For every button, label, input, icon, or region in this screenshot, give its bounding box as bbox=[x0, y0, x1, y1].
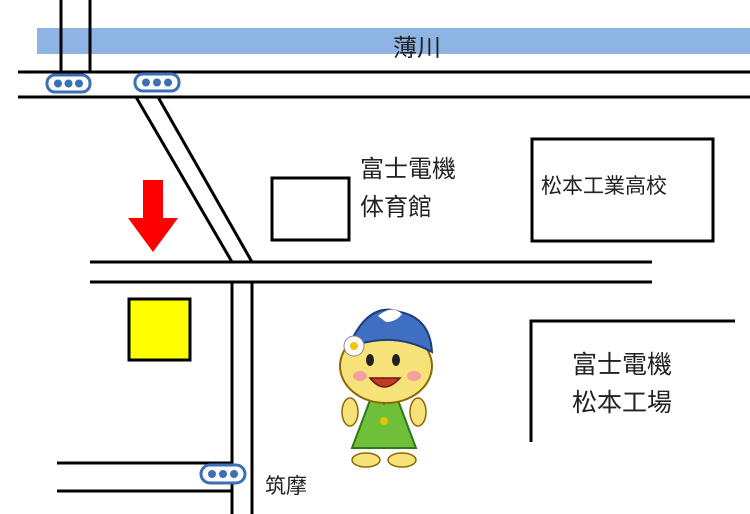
arrow-down-icon bbox=[128, 180, 178, 252]
destination-marker bbox=[127, 297, 192, 362]
signal-chikuma bbox=[199, 463, 247, 485]
fuji-factory-label-line2: 松本工場 bbox=[572, 388, 673, 417]
fuji-gym-building bbox=[270, 176, 351, 242]
fuji-factory-label: 富士電機 松本工場 bbox=[572, 346, 672, 422]
fuji-factory-label-line1: 富士電機 bbox=[572, 350, 673, 379]
signal-top-middle bbox=[133, 72, 181, 93]
fuji-gym-label: 富士電機 体育館 bbox=[360, 150, 456, 226]
mascot-character bbox=[339, 308, 434, 468]
intersection-label: 筑摩 bbox=[265, 474, 307, 498]
roads bbox=[18, 0, 750, 514]
fuji-factory-outline bbox=[529, 319, 735, 442]
fuji-gym-label-line1: 富士電機 bbox=[360, 155, 456, 183]
high-school-label: 松本工業高校 bbox=[541, 174, 667, 198]
river bbox=[37, 28, 750, 54]
river-label: 薄川 bbox=[393, 34, 441, 62]
signal-top-left bbox=[45, 73, 92, 94]
high-school-building bbox=[530, 137, 715, 243]
fuji-gym-label-line2: 体育館 bbox=[360, 193, 432, 221]
